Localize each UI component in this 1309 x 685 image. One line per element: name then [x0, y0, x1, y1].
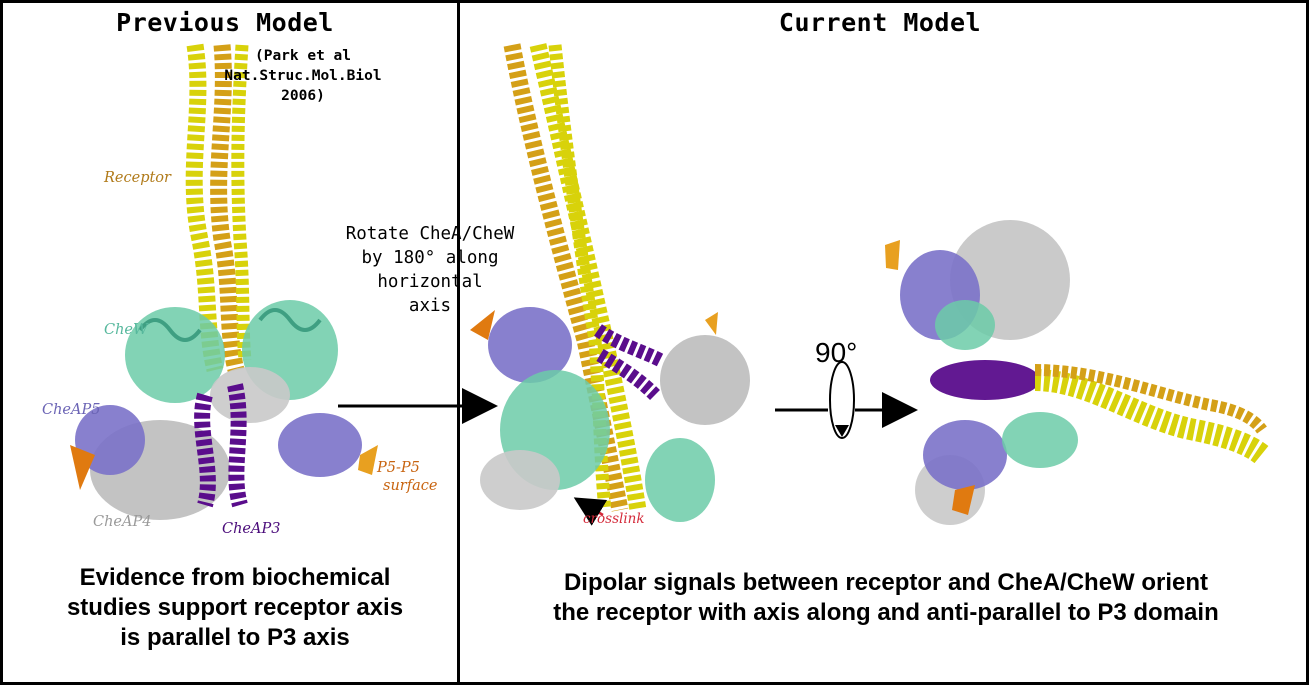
cheap3-label: CheAP3 [222, 521, 281, 537]
rotation-note: Rotate CheA/CheW by 180° along horizonta… [316, 222, 544, 318]
rotation-note-line: horizontal [377, 272, 483, 292]
cheap5-domain-right [488, 307, 572, 383]
p5-surface-label: P5-P5 surface [377, 459, 437, 495]
p5-surface-left [70, 445, 378, 490]
rotation-note-line: Rotate CheA/CheW [345, 224, 515, 244]
citation-line: (Park et al [254, 48, 352, 64]
caption-line: Dipolar signals between receptor and Che… [563, 569, 1209, 596]
receptor-label: Receptor [104, 170, 171, 186]
cheap3-domain-right [594, 324, 664, 400]
receptor-helix-rotated [1034, 364, 1270, 464]
chew-label: CheW [104, 322, 148, 338]
caption-line: the receptor with axis along and anti-pa… [553, 599, 1219, 626]
rotation-angle-label: 90° [815, 337, 858, 368]
previous-model-caption: Evidence from biochemical studies suppor… [20, 563, 450, 653]
current-model-title: Current Model [778, 8, 982, 37]
cheap5-label: CheAP5 [42, 402, 101, 418]
rotation-note-line: by 180° along [361, 248, 499, 268]
caption-line: studies support receptor axis [66, 594, 404, 621]
receptor-helix-right [503, 43, 647, 512]
rotation-note-line: axis [408, 296, 452, 316]
p5-surface-rotated [885, 240, 975, 515]
p5-surface-line: surface [383, 478, 438, 494]
citation-note: (Park et al Nat.Struc.Mol.Biol 2006) [218, 46, 388, 106]
p5-surface-right [470, 310, 718, 340]
citation-line: Nat.Struc.Mol.Biol [224, 68, 382, 84]
rotate-icon [829, 361, 855, 439]
cheap3-domain-left [194, 383, 248, 508]
current-model-caption: Dipolar signals between receptor and Che… [476, 568, 1296, 628]
p5-surface-line: P5-P5 [377, 460, 420, 476]
cheap4-domain-right [480, 335, 750, 510]
panel-divider [457, 0, 460, 685]
crosslink-label: crosslink [583, 511, 645, 527]
cheap4-label: CheAP4 [93, 514, 152, 530]
crosslink-marker [573, 497, 608, 526]
cheap3-domain-rotated [930, 360, 1040, 400]
previous-model-title: Previous Model [116, 8, 334, 37]
citation-line: 2006) [281, 88, 325, 104]
chew-domain-rotated [935, 300, 1078, 468]
caption-line: Evidence from biochemical [79, 564, 391, 591]
caption-line: is parallel to P3 axis [120, 624, 350, 651]
